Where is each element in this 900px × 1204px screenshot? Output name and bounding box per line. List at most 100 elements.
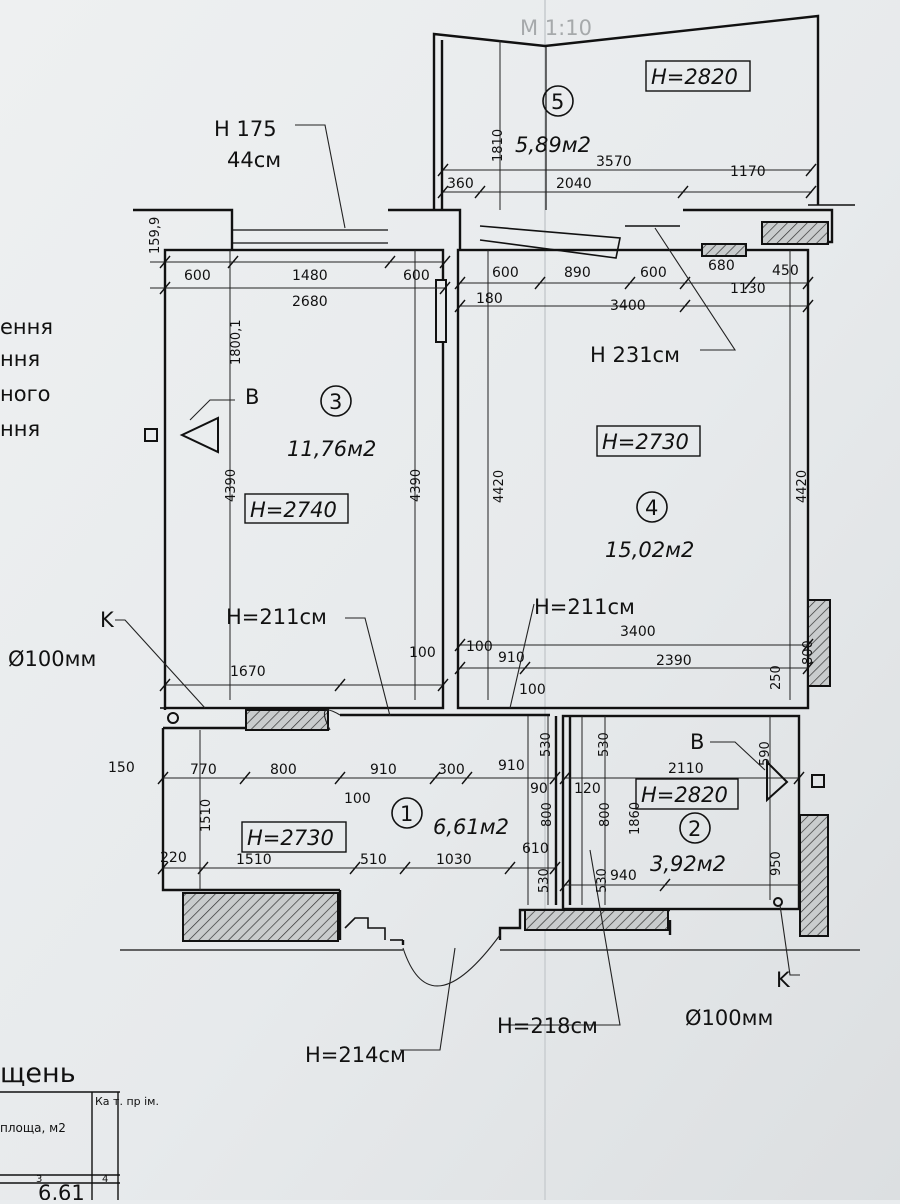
dim-800b: 800 <box>270 762 297 778</box>
room-2-height: H=2820 <box>641 783 728 807</box>
dim-220: 220 <box>160 850 187 866</box>
height-boxes <box>241 60 751 853</box>
dimension-ticks <box>157 163 817 892</box>
dim-1130: 1130 <box>730 281 766 297</box>
table-col-category: Ка т. пр ім. <box>95 1095 159 1108</box>
dim-150: 150 <box>108 760 135 776</box>
dim-530b: 530 <box>537 868 552 893</box>
k-right-label: K <box>776 968 791 992</box>
room-5-height: H=2820 <box>651 65 738 89</box>
room-5-number: 5 <box>551 90 564 114</box>
room-1-number: 1 <box>400 802 413 826</box>
dim-1810: 1810 <box>491 129 506 162</box>
room-3-area: 11,76м2 <box>287 437 376 461</box>
door-room4-label: H=211см <box>534 595 635 619</box>
dimension-lines <box>150 40 812 905</box>
dim-360: 360 <box>447 176 474 192</box>
dim-800a: 800 <box>801 640 816 665</box>
dim-1860: 1860 <box>628 802 643 835</box>
dim-530a: 530 <box>539 732 554 757</box>
hatched-walls <box>182 221 831 942</box>
window-width-label: 44см <box>227 148 281 172</box>
dim-300: 300 <box>438 762 465 778</box>
door-room3-label: H=211см <box>226 605 327 629</box>
dim-1510b: 1510 <box>236 852 272 868</box>
dim-120: 120 <box>574 781 601 797</box>
dim-770: 770 <box>190 762 217 778</box>
dim-910b: 910 <box>370 762 397 778</box>
margin-text-3: ного <box>0 382 50 406</box>
dim-180: 180 <box>476 291 503 307</box>
room-5-area: 5,89м2 <box>515 133 591 157</box>
entrance-door-label: H=214см <box>305 1043 406 1067</box>
margin-text-2: ння <box>0 347 40 371</box>
dim-530d: 530 <box>595 868 610 893</box>
b-right-label: B <box>690 730 704 754</box>
room-4-area: 15,02м2 <box>605 538 694 562</box>
room-2-number: 2 <box>688 817 701 841</box>
dim-3570: 3570 <box>596 154 632 170</box>
wall-details <box>160 225 680 941</box>
margin-text-4: ння <box>0 417 40 441</box>
dim-250: 250 <box>769 665 784 690</box>
room-4-number: 4 <box>645 496 658 520</box>
window-height-label: H 175 <box>214 117 277 141</box>
dim-890: 890 <box>564 265 591 281</box>
dim-1800: 1800,1 <box>229 320 244 366</box>
room-3-number: 3 <box>329 390 342 414</box>
room-1-height: H=2730 <box>247 826 334 850</box>
dim-2390: 2390 <box>656 653 692 669</box>
dim-100a: 100 <box>409 645 436 661</box>
room-number-circles <box>320 85 711 844</box>
dim-4420b: 4420 <box>795 470 810 503</box>
dim-2110: 2110 <box>668 761 704 777</box>
dim-1510a: 1510 <box>199 799 214 832</box>
dim-3400a: 3400 <box>610 298 646 314</box>
dim-1670: 1670 <box>230 664 266 680</box>
table-col-3: 3 <box>36 1174 42 1185</box>
dim-4390a: 4390 <box>224 469 239 502</box>
dim-100b: 100 <box>466 639 493 655</box>
table-value: 6,61 <box>38 1181 85 1200</box>
dim-510: 510 <box>360 852 387 868</box>
dim-600b: 600 <box>403 268 430 284</box>
room-2-area: 3,92м2 <box>650 852 726 876</box>
margin-text-1: ення <box>0 315 53 339</box>
room-1-area: 6,61м2 <box>433 815 509 839</box>
dim-940: 940 <box>610 868 637 884</box>
room-3-height: H=2740 <box>250 498 337 522</box>
leaders <box>115 124 800 1051</box>
table-col-area: площа, м2 <box>0 1121 66 1135</box>
dim-910a: 910 <box>498 650 525 666</box>
dim-610: 610 <box>522 841 549 857</box>
dim-4390b: 4390 <box>409 469 424 502</box>
dim-90: 90 <box>530 781 548 797</box>
dim-530c: 530 <box>597 732 612 757</box>
balcony-door-label: H 231см <box>590 343 680 367</box>
pipe-left-label: Ø100мм <box>8 647 96 671</box>
pipe-right-label: Ø100мм <box>685 1006 773 1030</box>
dim-2040: 2040 <box>556 176 592 192</box>
dim-4420a: 4420 <box>492 470 507 503</box>
dim-100c: 100 <box>519 682 546 698</box>
section-marks <box>144 416 825 907</box>
dim-800d: 800 <box>598 802 613 827</box>
room-4-height: H=2730 <box>602 430 689 454</box>
k-left-label: K <box>100 608 115 632</box>
dim-600a: 600 <box>184 268 211 284</box>
dim-600d: 600 <box>640 265 667 281</box>
dim-590: 590 <box>758 741 773 766</box>
dim-1030: 1030 <box>436 852 472 868</box>
dim-100d: 100 <box>344 791 371 807</box>
bath-door-label: H=218см <box>497 1014 598 1038</box>
table-col-4: 4 <box>102 1174 108 1185</box>
dim-1480: 1480 <box>292 268 328 284</box>
schedule-table: щень площа, м2 Ка т. пр ім. 3 4 6,61 <box>0 1058 159 1204</box>
dim-910c: 910 <box>498 758 525 774</box>
b-left-label: B <box>245 385 259 409</box>
dim-3400b: 3400 <box>620 624 656 640</box>
dim-800c: 800 <box>540 802 555 827</box>
